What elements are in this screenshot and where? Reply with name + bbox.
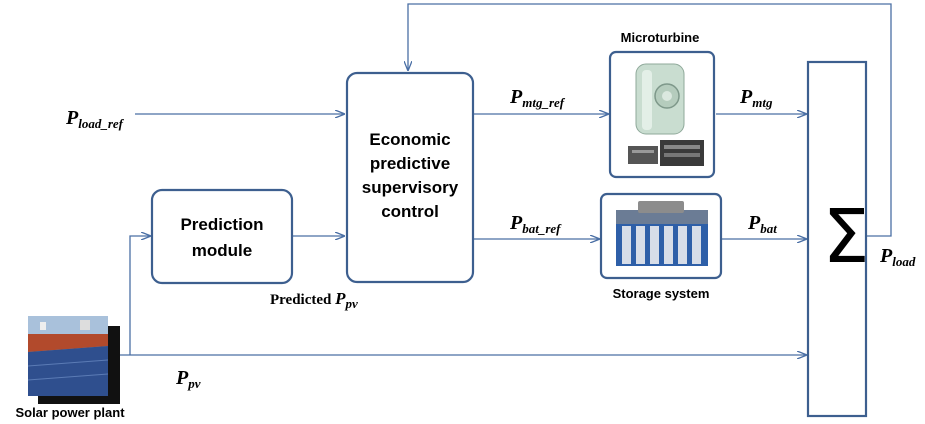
line-feedback-pload — [408, 3, 892, 237]
solar-caption: Solar power plant — [15, 405, 125, 420]
connections — [100, 3, 892, 355]
signal-pmtg: Pmtg — [739, 86, 773, 110]
microturbine-image — [628, 63, 704, 166]
economic-label-line3: supervisory — [362, 178, 459, 197]
signal-ppv: Ppv — [175, 367, 201, 391]
economic-label-line1: Economic — [369, 130, 450, 149]
storage-system-block[interactable]: Storage system — [599, 192, 723, 301]
prediction-module-block[interactable]: Prediction module — [150, 188, 294, 285]
summation-block[interactable]: Σ — [806, 60, 870, 418]
sigma-icon: Σ — [823, 194, 870, 280]
solar-plant: Solar power plant — [15, 316, 125, 420]
signal-predicted-ppv: Predicted Ppv — [270, 289, 358, 311]
signal-pbat-ref: Pbat_ref — [509, 212, 562, 236]
signal-pbat: Pbat — [747, 212, 777, 236]
battery-image — [616, 201, 708, 266]
prediction-label-line1: Prediction — [180, 215, 263, 234]
microturbine-caption: Microturbine — [621, 30, 700, 45]
prediction-label-line2: module — [192, 241, 252, 260]
microturbine-block[interactable]: Microturbine — [608, 30, 716, 179]
economic-label-line2: predictive — [370, 154, 450, 173]
economic-label-line4: control — [381, 202, 439, 221]
economic-control-block[interactable]: Economic predictive supervisory control — [345, 71, 475, 284]
signal-pload: Pload — [879, 245, 916, 269]
storage-caption: Storage system — [613, 286, 710, 301]
signal-pload-ref: Pload_ref — [65, 107, 125, 131]
signal-pmtg-ref: Pmtg_ref — [509, 86, 566, 110]
line-solar-to-prediction — [129, 236, 150, 355]
solar-panel-image — [27, 316, 120, 404]
